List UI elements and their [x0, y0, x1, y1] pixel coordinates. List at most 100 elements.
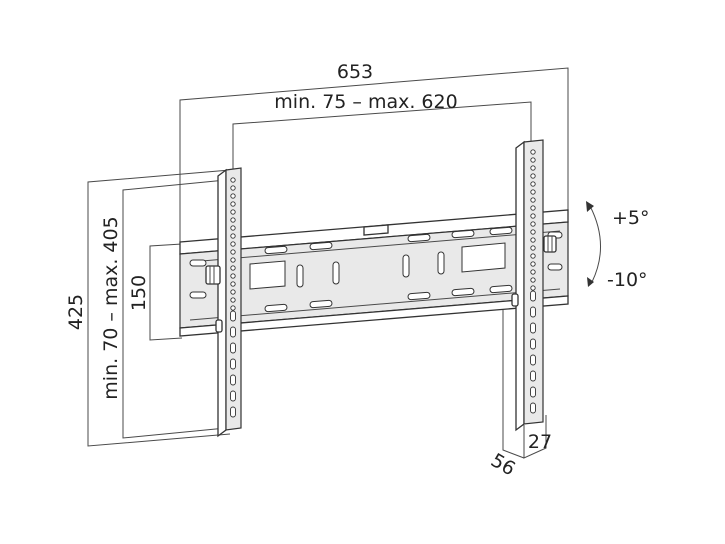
rail-top-clip — [363, 224, 389, 236]
label-height-vesa: min. 70 – max. 405 — [100, 216, 122, 399]
arm-hole — [230, 257, 236, 263]
arm-hole — [230, 265, 236, 271]
arm-hole — [230, 326, 236, 338]
arm-hole — [530, 306, 536, 318]
rail-bottom-lip — [179, 295, 569, 337]
arm-hole — [230, 310, 236, 322]
left-arm-holes — [230, 177, 236, 418]
label-width-total: 653 — [337, 61, 373, 83]
slot — [451, 287, 475, 297]
arm-hole — [230, 233, 236, 239]
arm-hole — [230, 201, 236, 207]
arm-hole — [530, 237, 536, 243]
arm-hole — [530, 205, 536, 211]
slot-vertical — [437, 251, 445, 275]
arm-hole — [230, 390, 236, 402]
rail-lower-slots — [264, 284, 513, 313]
arm-hole — [530, 189, 536, 195]
slot — [547, 263, 563, 271]
right-arm-side — [515, 140, 525, 432]
arm-hole — [530, 173, 536, 179]
right-arm-holes — [530, 149, 536, 414]
slot — [189, 291, 207, 299]
slot-vertical — [402, 254, 410, 278]
tilt-knob-right — [543, 235, 557, 253]
arm-hole — [530, 181, 536, 187]
dim-line-height-vesa — [122, 179, 227, 439]
arm-hole — [230, 249, 236, 255]
arm-hole — [230, 177, 236, 183]
slot — [309, 241, 333, 251]
slot — [451, 229, 475, 239]
arm-hole — [530, 229, 536, 235]
arm-hole — [230, 217, 236, 223]
slot — [189, 259, 207, 267]
arm-hole — [230, 281, 236, 287]
arm-hole — [530, 322, 536, 334]
arm-hole — [230, 305, 236, 311]
tilt-arc — [589, 205, 601, 283]
arm-hole — [530, 221, 536, 227]
slot-vertical — [332, 261, 340, 285]
arm-hole — [530, 386, 536, 398]
left-arm-side — [217, 168, 227, 438]
rail-cutout-right — [461, 242, 506, 273]
arm-hole — [230, 225, 236, 231]
tilt-knob-left — [205, 265, 221, 285]
tilt-arrow-up-icon — [586, 201, 594, 212]
arm-hole — [230, 273, 236, 279]
arm-hole — [530, 370, 536, 382]
arm-hole — [530, 285, 536, 291]
arm-hole — [530, 149, 536, 155]
slot-vertical — [296, 264, 304, 288]
right-arm — [511, 139, 557, 432]
arm-hole — [530, 197, 536, 203]
label-depth-min: 27 — [528, 431, 552, 453]
arm-hole — [530, 213, 536, 219]
arm-hole — [530, 165, 536, 171]
arm-hole — [230, 297, 236, 303]
dim-line-depth-max — [502, 310, 525, 459]
arm-hole — [530, 253, 536, 259]
label-width-vesa: min. 75 – max. 620 — [274, 91, 457, 113]
arm-hole — [230, 358, 236, 370]
arm-hole — [230, 193, 236, 199]
arm-hole — [530, 290, 536, 302]
slot — [264, 245, 288, 255]
arm-hole — [530, 277, 536, 283]
arm-hole — [530, 245, 536, 251]
arm-hole — [530, 269, 536, 275]
slot — [407, 291, 431, 301]
right-arm-hook — [511, 293, 519, 307]
dim-line-rail-height — [149, 243, 183, 341]
left-arm-hook — [215, 319, 223, 333]
arm-hole — [530, 338, 536, 350]
wall-rail — [179, 209, 569, 337]
left-arm — [205, 167, 242, 438]
arm-hole — [230, 241, 236, 247]
label-tilt-down: -10° — [607, 269, 648, 291]
arm-hole — [230, 342, 236, 354]
arm-hole — [230, 374, 236, 386]
arm-hole — [230, 185, 236, 191]
arm-hole — [230, 406, 236, 418]
dim-line-depth-min — [523, 415, 547, 459]
arm-hole — [530, 354, 536, 366]
rail-cutout-left — [249, 260, 286, 290]
label-height-total: 425 — [65, 294, 87, 330]
rail-upper-slots — [264, 226, 513, 255]
tilt-arrow-down-icon — [587, 277, 594, 287]
arm-hole — [530, 261, 536, 267]
slot — [407, 233, 431, 243]
arm-hole — [530, 157, 536, 163]
rail-bevel-bottom — [189, 288, 561, 321]
slot — [489, 226, 513, 236]
slot — [489, 284, 513, 294]
slot — [309, 299, 333, 309]
arm-hole — [230, 289, 236, 295]
slot — [264, 303, 288, 313]
dim-line-height-total — [87, 169, 231, 447]
arm-hole — [530, 402, 536, 414]
